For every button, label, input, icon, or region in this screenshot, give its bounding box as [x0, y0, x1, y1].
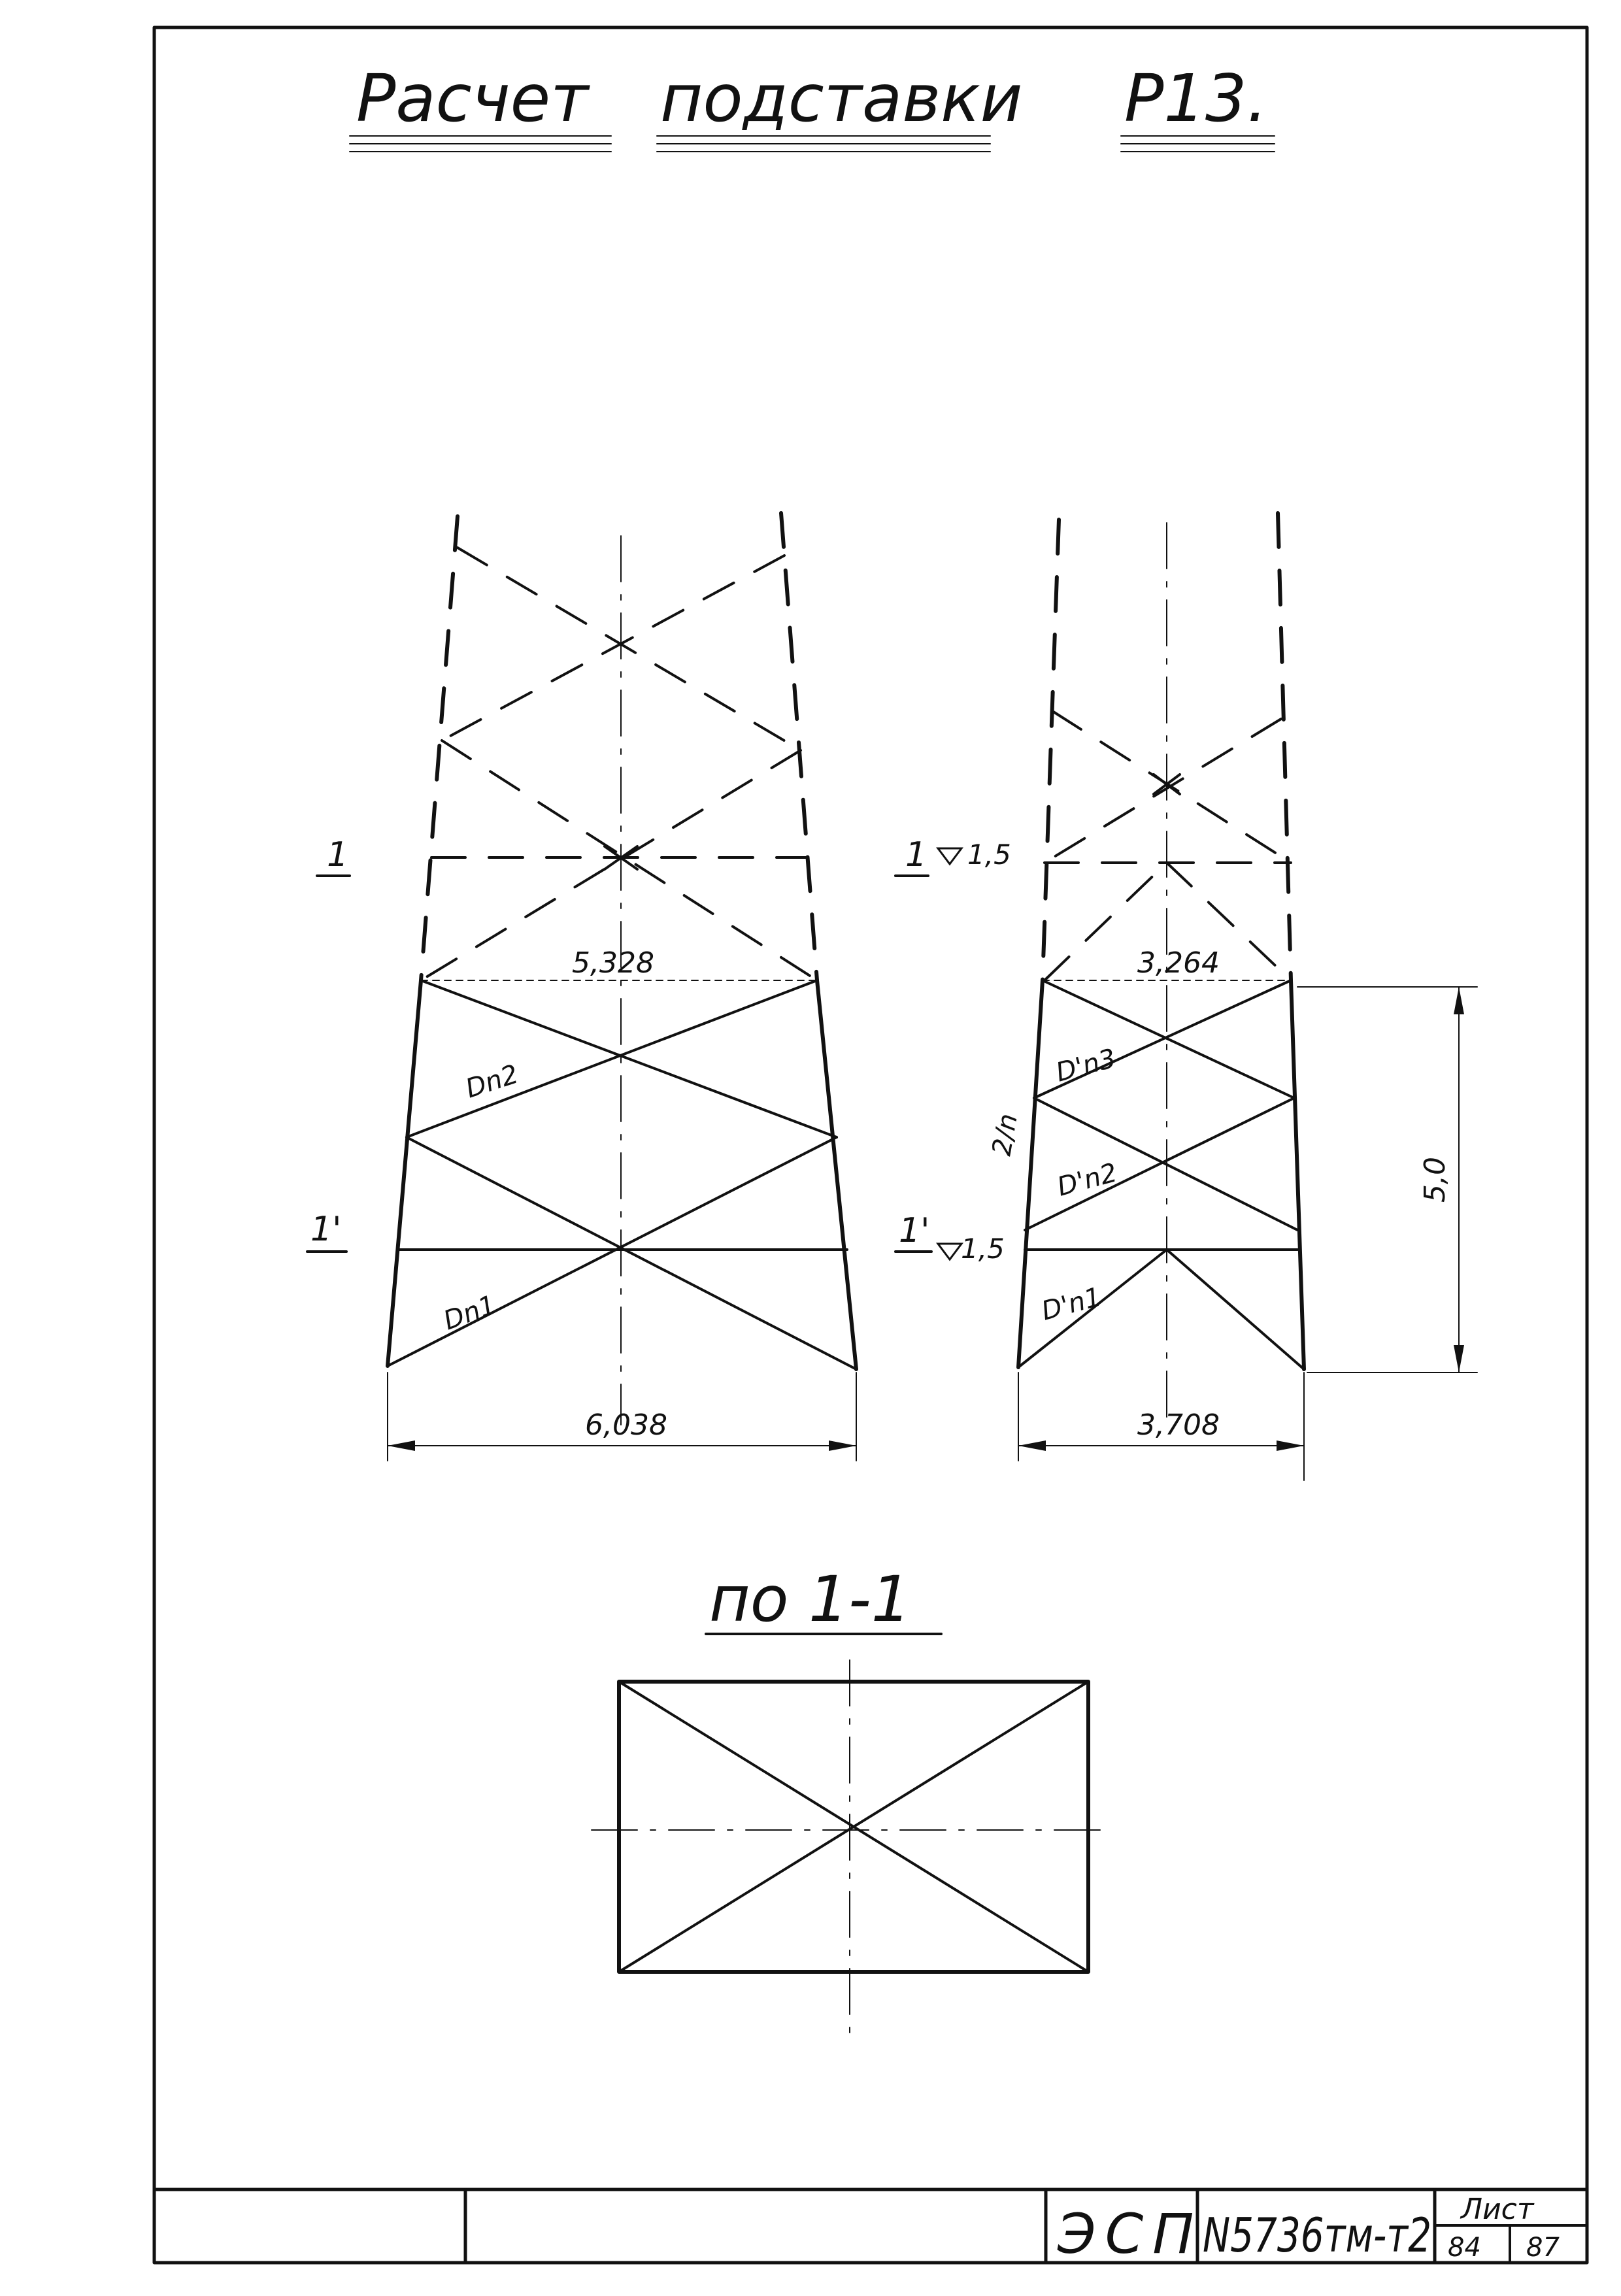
side-dim-arrow-left: [1018, 1440, 1046, 1451]
front-width-bottom: 6,038: [585, 1408, 667, 1442]
side-width-top: 3,264: [1137, 946, 1220, 980]
front-dashed-brace-1: [456, 546, 802, 752]
side-brace-1: [1041, 979, 1295, 1099]
front-dashed-brace-3: [441, 739, 818, 982]
front-dashed-leg-right: [779, 511, 819, 982]
side-dim-arrow-right: [1277, 1440, 1304, 1451]
side-member-top: D'n3: [1053, 1043, 1119, 1088]
front-member-lower: Dn1: [440, 1289, 500, 1336]
plan-view: по 1-1: [591, 1563, 1112, 2033]
title-block: ЭСП N5736тм-т2 Лист 84 87: [152, 2188, 1589, 2266]
side-view: 5,0 3,264 3,708 D'n3 D'n2 D'n1 2/n 1 1,5…: [894, 511, 1478, 1481]
front-brace-lower-1: [405, 1136, 858, 1371]
side-brace-4: [1024, 1097, 1295, 1231]
side-height: 5,0: [1418, 1157, 1452, 1203]
front-dashed-leg-left: [419, 514, 460, 982]
plan-title: по 1-1: [709, 1563, 911, 1636]
side-dashed-brace-3: [1043, 861, 1168, 982]
front-dim-arrow-right: [829, 1440, 856, 1451]
side-member-low: D'n1: [1039, 1282, 1105, 1326]
title-block-org: ЭСП: [1057, 2202, 1203, 2266]
plan-outline: [617, 1680, 1090, 1974]
side-elevation-mark-lower: [936, 1242, 963, 1261]
front-section-mark-lower: 1': [310, 1210, 341, 1249]
side-elevation-top: 1,5: [967, 839, 1011, 871]
title-word-1: Расчет: [356, 60, 590, 137]
front-width-top: 5,328: [572, 946, 654, 980]
side-k-brace-right: [1165, 1248, 1305, 1371]
side-brace-2: [1033, 979, 1292, 1099]
front-brace-upper-1: [420, 979, 838, 1139]
side-leg-left: [1016, 978, 1044, 1369]
side-width-bottom: 3,708: [1137, 1408, 1220, 1442]
plan-diagonal-2: [618, 1680, 1090, 1973]
title-code: Р13.: [1124, 60, 1267, 137]
side-dashed-brace-2: [1043, 718, 1282, 864]
side-leg-right: [1289, 978, 1306, 1371]
title-word-2: подставки: [660, 60, 1023, 137]
side-dashed-leg-right: [1276, 511, 1293, 982]
front-dashed-brace-4: [420, 749, 802, 982]
side-cross-mark-b: [1152, 773, 1181, 795]
title-group: Расчет подставки Р13.: [349, 60, 1275, 152]
front-brace-lower-2: [386, 1136, 838, 1367]
front-view: 5,328 6,038 Dn2 Dn1 1 1': [306, 511, 858, 1461]
side-elevation-lower: 1,5: [961, 1233, 1005, 1265]
sheet-frame: [152, 25, 1589, 2265]
side-dashed-leg-left: [1041, 518, 1061, 982]
side-dim-arrow-bottom: [1454, 1345, 1464, 1373]
side-brace-3: [1033, 1097, 1299, 1231]
side-dashed-brace-4: [1165, 861, 1292, 982]
title-block-sheet-label: Лист: [1460, 2193, 1535, 2226]
side-member-mid: D'n2: [1054, 1157, 1120, 1202]
front-dim-arrow-left: [388, 1440, 415, 1451]
front-section-mark: 1: [327, 835, 348, 874]
front-dashed-brace-2: [441, 554, 786, 742]
front-cross-mark-b: [603, 845, 639, 871]
side-dim-arrow-top: [1454, 987, 1464, 1014]
front-brace-upper-2: [405, 979, 818, 1139]
title-block-sheet-no: 84: [1448, 2233, 1481, 2263]
side-section-mark-lower: 1': [899, 1211, 929, 1250]
side-section-mark: 1: [905, 835, 927, 874]
title-block-sheet-total: 87: [1526, 2233, 1560, 2263]
front-leg-left: [386, 978, 423, 1368]
side-leg-label: 2/n: [987, 1111, 1024, 1157]
title-block-doc-number: N5736тм-т2: [1203, 2208, 1431, 2263]
front-leg-right: [815, 978, 858, 1371]
side-elevation-mark-top: [936, 847, 963, 866]
side-k-brace-left: [1017, 1248, 1168, 1369]
